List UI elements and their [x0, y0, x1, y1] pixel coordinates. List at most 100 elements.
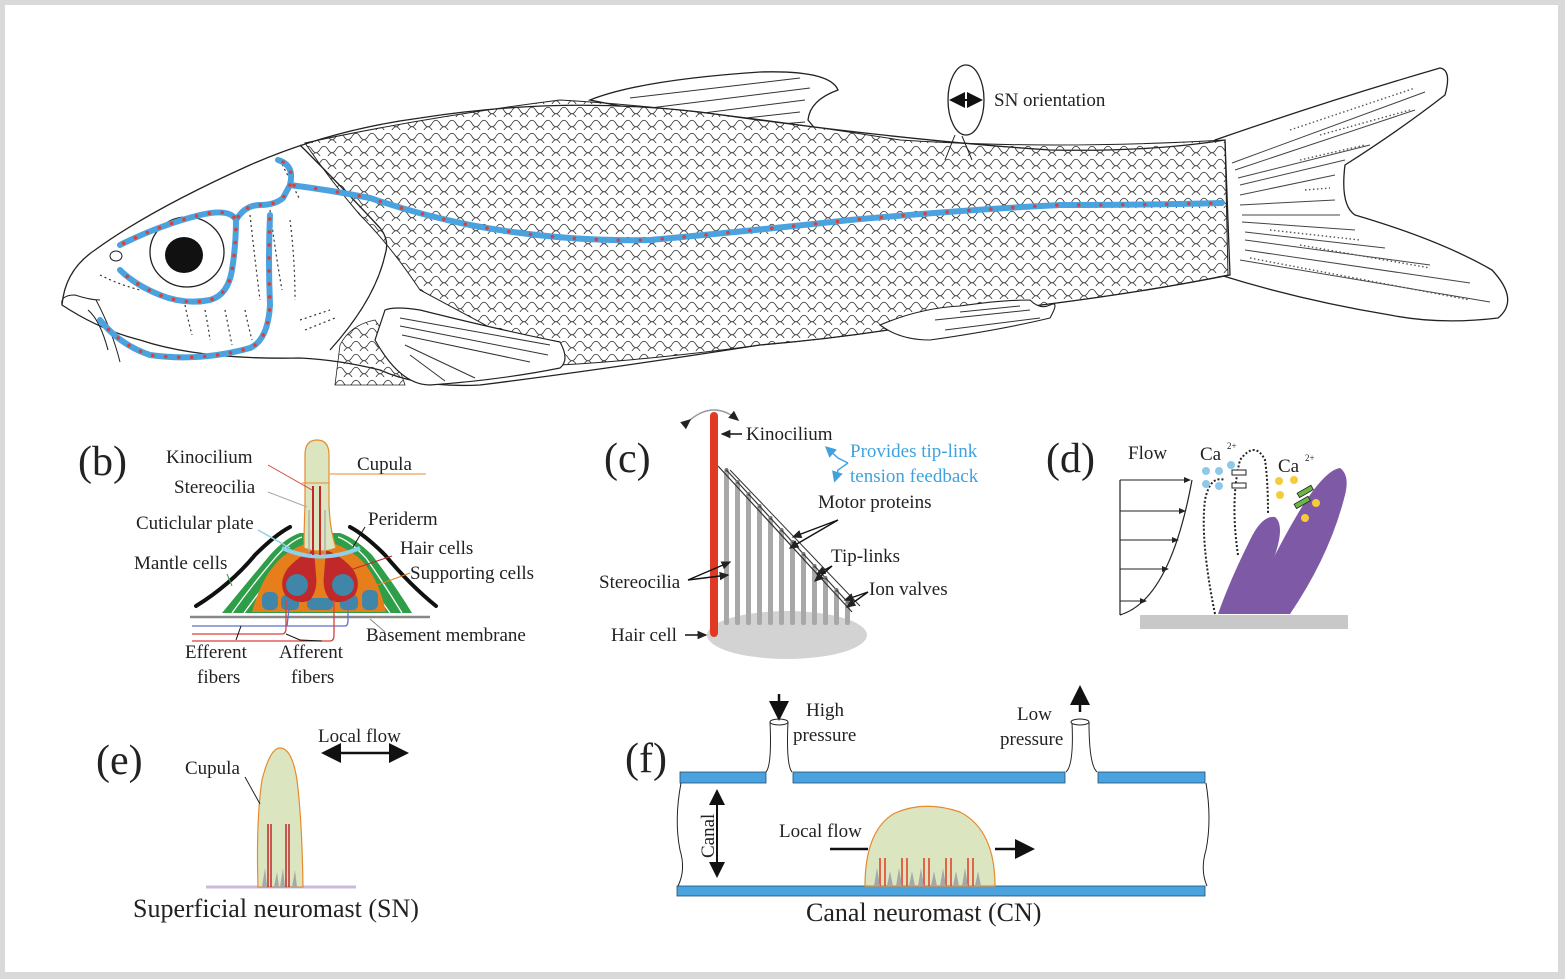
kinocilium-c: [710, 412, 718, 637]
pelvic-fin: [374, 307, 566, 386]
neuromast-dot: [813, 221, 818, 226]
label-efferent-1: Efferent: [185, 642, 248, 663]
label-feedback-2: tension feedback: [850, 466, 979, 487]
neuromast-dot: [253, 343, 257, 347]
neuromast-dot: [197, 299, 202, 304]
neuromast-dot: [176, 355, 181, 360]
caudal-fin-rays: [1231, 91, 1491, 303]
calcium-ions-blue: [1202, 461, 1235, 490]
fish-pupil: [165, 237, 203, 273]
hair-cell-nucleus-right: [332, 574, 354, 596]
cilia-f: [874, 858, 981, 886]
pore-right: [1065, 721, 1098, 773]
neuromast-dot: [506, 229, 511, 234]
canal-roof-left: [679, 771, 767, 784]
cilia-b: [308, 486, 326, 555]
flow-profile-curve: [1119, 479, 1193, 616]
neuromast-dot: [485, 226, 489, 230]
neuromast-dot: [171, 297, 176, 302]
panel-label-d: (d): [1046, 436, 1095, 482]
neuromast-dot: [258, 203, 263, 207]
stereocilium: [779, 530, 784, 625]
panel-e: (e) Cupula Local flow Superficial neurom…: [96, 726, 419, 923]
neuromast-dot: [660, 237, 665, 241]
tip-link: [781, 529, 793, 543]
neuromast-dot: [638, 238, 643, 242]
sn-orientation-label: SN orientation: [994, 90, 1106, 111]
neuromast-dot: [313, 186, 318, 191]
caption-canal-neuromast: Canal neuromast (CN): [806, 898, 1041, 927]
panel-b-leaders: [226, 464, 426, 642]
tip-link: [759, 505, 771, 519]
label-mantle-cells: Mantle cells: [134, 553, 227, 574]
neuromast-dot: [267, 230, 272, 234]
scaled-body-region: [304, 99, 1229, 366]
anal-fin-rays: [934, 305, 1041, 331]
fish-mouth: [61, 294, 101, 306]
neuromast-dot: [682, 235, 686, 239]
label-flow: Flow: [1128, 443, 1167, 464]
label-tip-links: Tip-links: [831, 546, 900, 567]
kinocilium-motion-arc: [680, 409, 740, 430]
fish-illustration: SN orientation: [61, 64, 1509, 387]
neuromast-dot: [1076, 203, 1081, 207]
neuromast-dot: [236, 214, 241, 219]
neuromast-dot: [121, 241, 126, 246]
stereocilia-f: [874, 868, 880, 886]
stereocilia-f: [918, 868, 924, 886]
neuromast-dot: [245, 206, 250, 210]
neuromast-dot: [357, 194, 361, 198]
label-ca-left-superscript: 2+: [1227, 441, 1237, 451]
neuromast-dot: [616, 238, 621, 242]
neuromast-dot: [945, 210, 949, 214]
flow-profile-arrows: [1120, 477, 1191, 604]
neuromast-dot: [232, 253, 236, 258]
label-low-1: Low: [1017, 704, 1052, 725]
label-afferent-2: fibers: [291, 667, 334, 688]
label-supporting-cells: Supporting cells: [410, 563, 534, 584]
neuromast-dot: [420, 212, 425, 216]
label-canal: Canal: [698, 814, 719, 858]
neuromast-dot: [145, 230, 150, 235]
cupula-e: [256, 747, 304, 888]
substrate: [1140, 615, 1348, 629]
panel-c: (c) Kinocilium Provides tip-link tension…: [599, 409, 979, 659]
neuromast-dot: [1098, 203, 1103, 207]
pelvic-fin-rays: [399, 317, 551, 382]
label-local-flow-f: Local flow: [779, 821, 862, 842]
panel-d: (d) Flow: [1046, 436, 1348, 629]
label-cuticular-plate: Cuticlular plate: [136, 513, 254, 534]
neuromast-dot: [879, 215, 884, 220]
neuromast-dot: [157, 225, 162, 230]
neuromast-dot: [989, 207, 993, 211]
canal-floor: [676, 885, 1206, 897]
label-ca-right: Ca: [1278, 456, 1300, 477]
neuromast-dot: [227, 279, 232, 283]
hair-cell-body-c: [707, 611, 867, 659]
caudal-fin: [1214, 67, 1509, 322]
stereocilia-f: [931, 871, 937, 886]
neuromast-dot: [169, 221, 174, 226]
neuromast-dot: [550, 234, 555, 239]
label-ca-left: Ca: [1200, 444, 1222, 465]
neuromast-dot: [184, 299, 189, 304]
neuromast-dot: [241, 348, 245, 352]
stereocilium: [812, 566, 817, 625]
tip-link: [825, 577, 837, 591]
label-stereocilia-c: Stereocilia: [599, 572, 681, 593]
panel-label-f: (f): [625, 736, 667, 782]
hair-cell-d-right: [1248, 468, 1347, 614]
hair-cell-d-left: [1218, 516, 1280, 614]
neuromast-dot: [267, 282, 272, 286]
neuromast-dot: [267, 243, 271, 247]
label-high-2: pressure: [793, 725, 856, 746]
panel-label-c: (c): [604, 436, 651, 482]
stereocilia-f: [909, 871, 915, 886]
barbel: [87, 309, 109, 351]
calcium-ions-yellow: [1275, 476, 1320, 522]
neuromast-dot: [127, 343, 131, 348]
label-local-flow-e: Local flow: [318, 726, 401, 747]
neuromast-dot: [232, 215, 236, 219]
neuromast-dot: [923, 211, 927, 216]
neuromast-dot: [220, 290, 225, 294]
